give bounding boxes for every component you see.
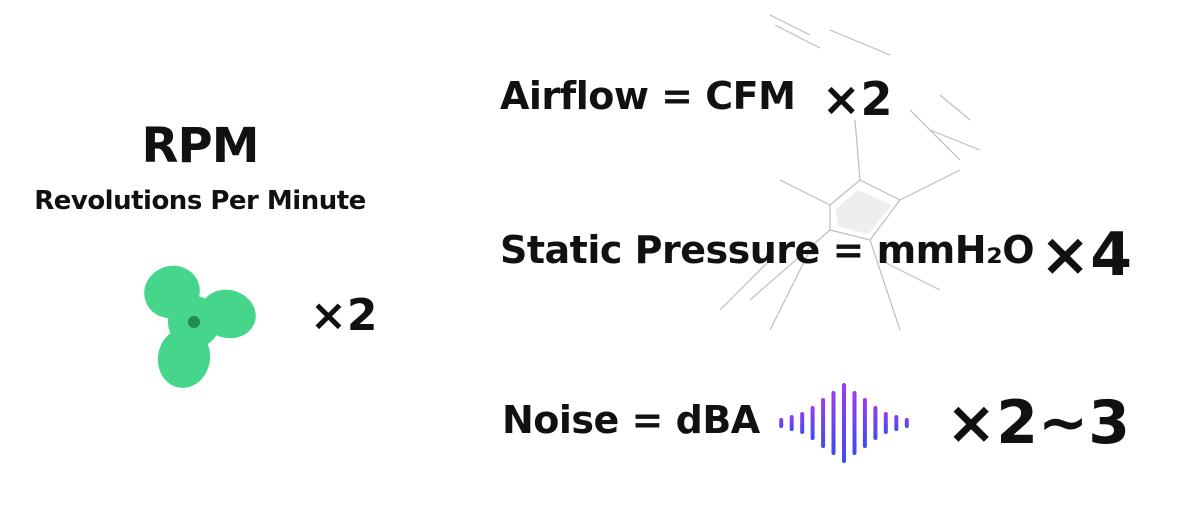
fan-hub: [188, 316, 200, 328]
rpm-multiplier: ×2: [310, 290, 378, 341]
wave-bar: [800, 412, 805, 434]
wave-bar: [862, 398, 867, 448]
wave-bar: [842, 383, 846, 463]
static-pressure-label: Static Pressure = mmH₂O: [500, 228, 1035, 272]
wave-bar: [883, 412, 888, 434]
wave-bar: [852, 391, 857, 455]
sound-wave-icon: [779, 383, 909, 463]
rpm-title: RPM: [141, 118, 260, 174]
wave-bar: [821, 398, 826, 448]
wave-bar: [904, 418, 909, 428]
wave-bar: [831, 391, 836, 455]
cracked-glass-decoration: [719, 14, 981, 331]
wave-bar: [894, 415, 899, 431]
wave-bar: [873, 406, 878, 440]
airflow-label: Airflow = CFM: [500, 74, 796, 118]
noise-multiplier: ×2~3: [946, 388, 1131, 458]
airflow-multiplier: ×2: [822, 72, 893, 126]
rpm-subtitle: Revolutions Per Minute: [34, 186, 366, 216]
noise-label: Noise = dBA: [502, 398, 760, 442]
wave-bar: [810, 406, 815, 440]
fan-icon: [144, 265, 256, 388]
wave-bar: [789, 415, 794, 431]
wave-bar: [779, 418, 784, 428]
static-pressure-multiplier: ×4: [1040, 220, 1133, 290]
